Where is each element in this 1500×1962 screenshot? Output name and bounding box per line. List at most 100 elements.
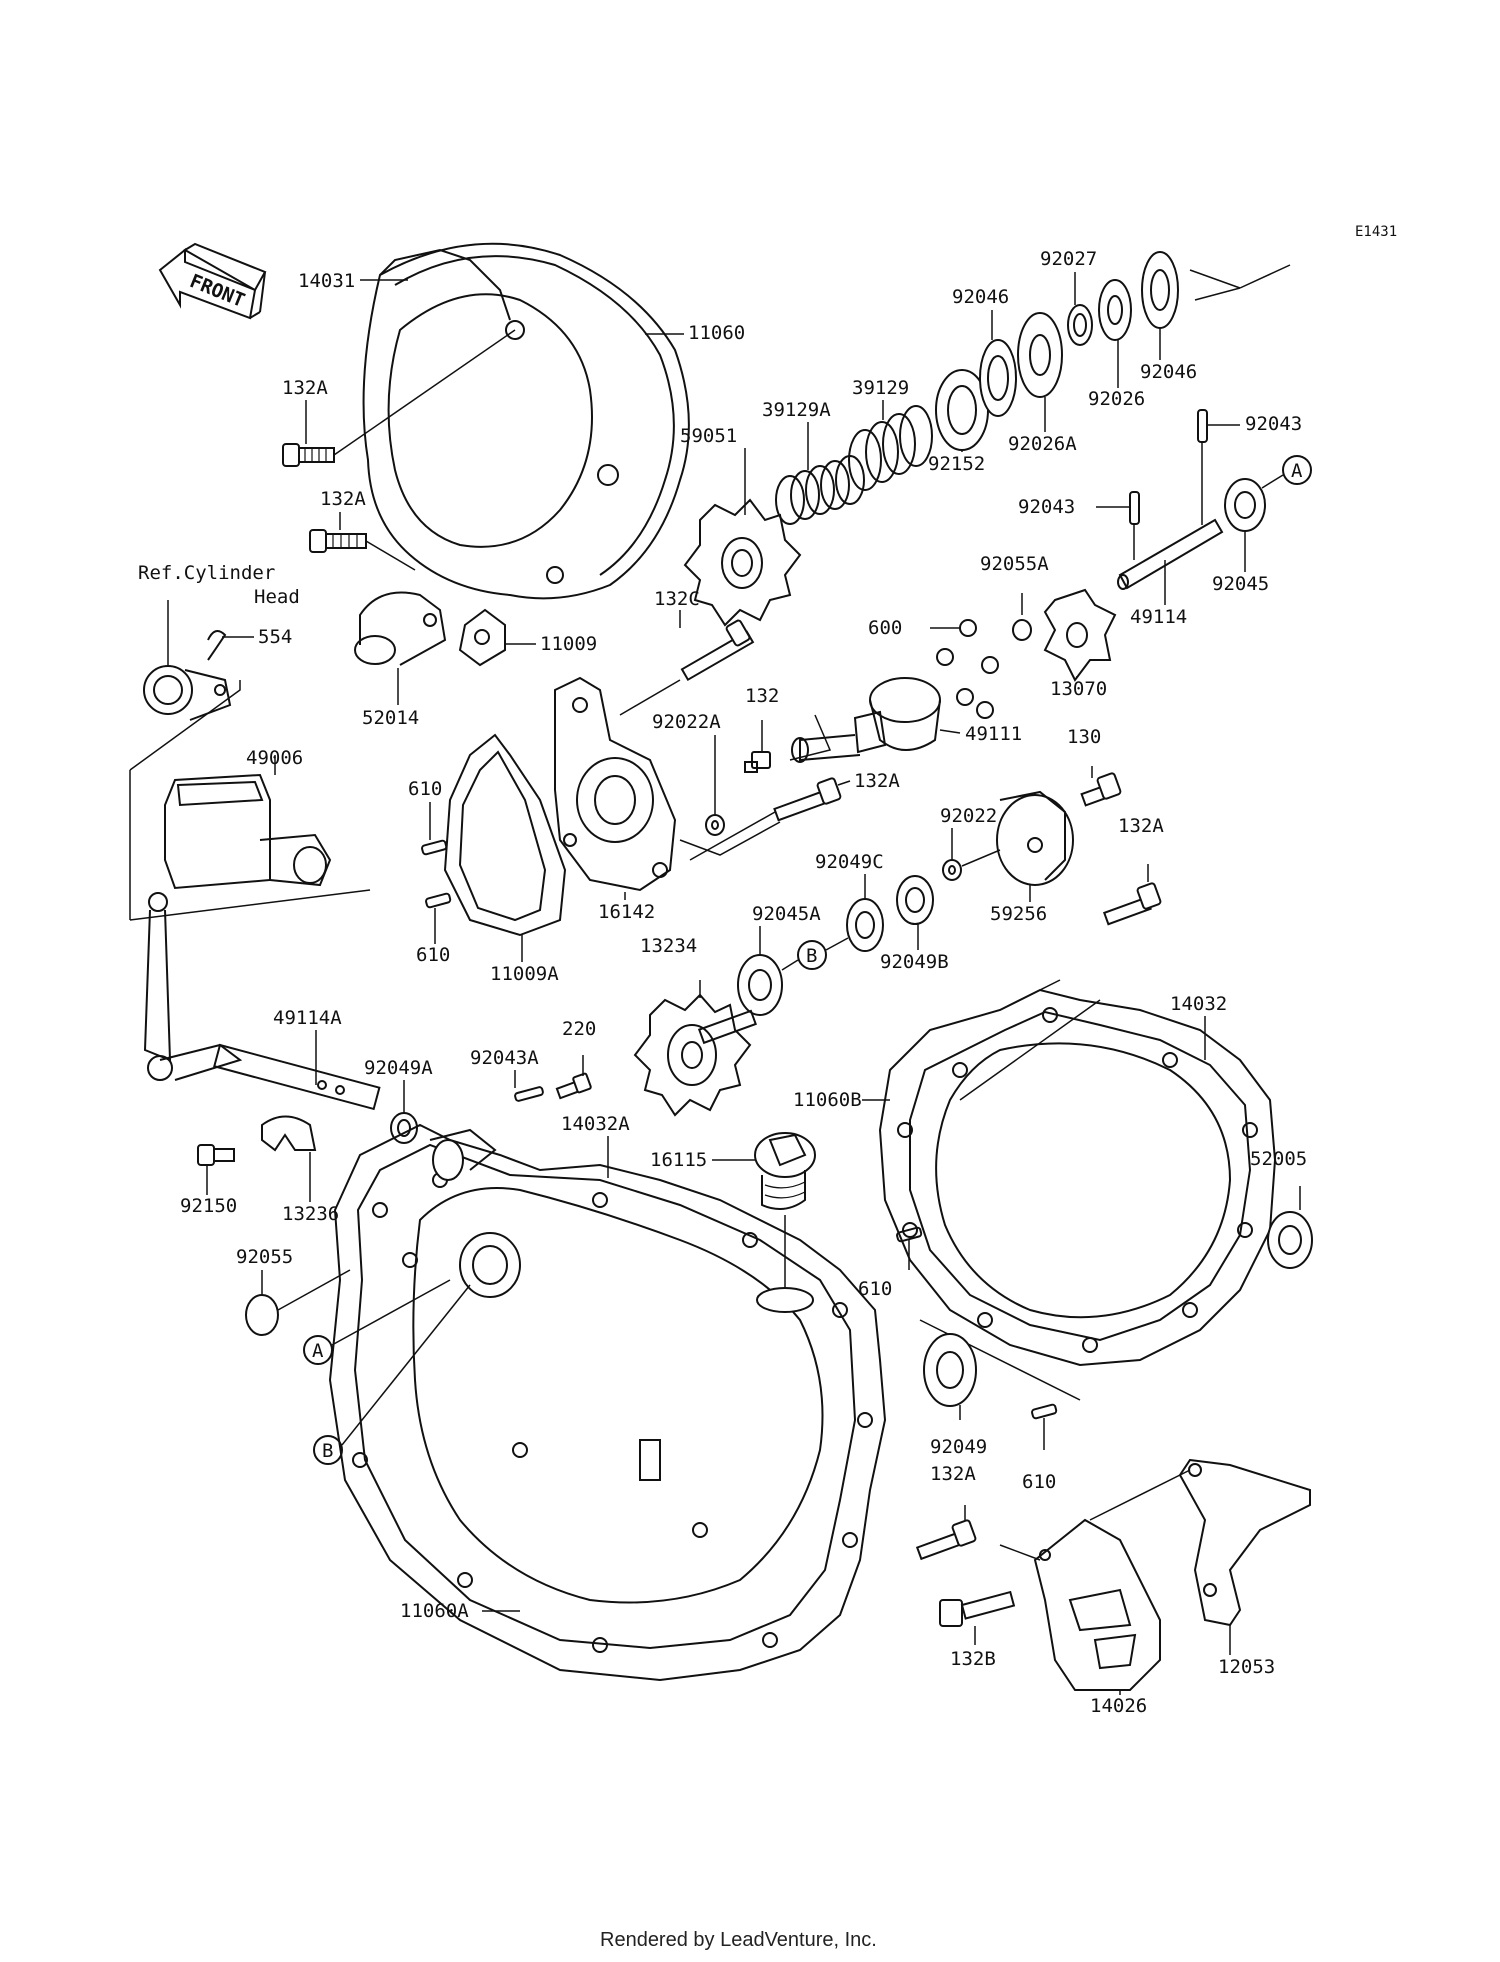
part-label: 92045A [752,903,821,925]
part-label: 92022 [940,805,997,827]
oil-filler-cap-16115 [754,1132,816,1210]
part-label: 600 [868,617,902,639]
part-label: 14031 [298,270,355,292]
part-label: 132A [320,488,366,510]
washer-92026A [1017,312,1063,398]
part-label: 39129A [762,399,831,421]
part-label: 92045 [1212,573,1269,595]
bolt-132A-icon [773,777,842,822]
part-label: 92055 [236,1246,293,1268]
part-label: 92049C [815,851,884,873]
part-label: 92043 [1245,413,1302,435]
clutch-cover-11060A [328,1123,887,1682]
water-pipe-52014 [354,591,447,666]
ball-600 [976,701,994,719]
spring-39129 [848,405,933,491]
seal-92049 [923,1333,977,1407]
gear-icon [143,665,232,721]
pin-92043A [514,1086,544,1102]
part-label: 59256 [990,903,1047,925]
seal-52005 [1267,1211,1313,1269]
callout-a: A [303,1335,333,1365]
part-label: 92049 [930,1436,987,1458]
svg-text:A: A [1291,460,1303,482]
needle-bearing-92046 [979,339,1017,417]
footer-credit: Rendered by LeadVenture, Inc. [600,1929,877,1951]
gasket-11009 [458,608,506,667]
part-label: 220 [562,1018,596,1040]
dowel-610 [421,839,448,856]
part-label: 92026A [1008,433,1077,455]
ball-600 [936,648,954,666]
part-label: 13234 [640,935,697,957]
part-label: 16142 [598,901,655,923]
clamp-13236 [261,1115,317,1152]
part-label: 132C [654,588,700,610]
bearing-92045 [1224,478,1266,532]
clutch-cover-11060B [878,988,1277,1367]
washer-92026 [1098,279,1132,341]
part-label: 132A [282,377,328,399]
svg-text:A: A [312,1340,324,1362]
part-label: 92043 [1018,496,1075,518]
bolt-220-icon [555,1072,592,1100]
washer-92022A [705,814,725,836]
part-label: 610 [416,944,450,966]
part-label: 13070 [1050,678,1107,700]
bolt-132C-icon [680,619,755,682]
part-label: 132A [930,1463,976,1485]
part-label: 49006 [246,747,303,769]
part-label: 16115 [650,1149,707,1171]
part-label: 11009A [490,963,559,985]
washer-92022 [942,859,962,881]
ref-label: Head [254,586,300,608]
gasket-11009A [443,733,567,937]
part-label: 92026 [1088,388,1145,410]
part-label: 610 [1022,1471,1056,1493]
seal-92049C [846,898,884,952]
ref-label: Ref.Cylinder [138,562,275,584]
ball-600 [956,688,974,706]
part-label: 11060 [688,322,745,344]
part-label: 92043A [470,1047,539,1069]
part-label: 11009 [540,633,597,655]
impeller-13070 [1043,588,1117,682]
part-label: 14032A [561,1113,630,1135]
gasket-14032A [429,1128,497,1181]
part-label: 49114A [273,1007,342,1029]
bearing-92045A [737,954,783,1016]
bolt-132A-icon [1102,882,1162,926]
part-label: 92150 [180,1195,237,1217]
gear-59256 [996,790,1074,886]
dowel-610 [896,1226,923,1243]
part-label: 39129 [852,377,909,399]
part-label: 92049A [364,1057,433,1079]
front-arrow-icon: FRONT [158,242,267,320]
bolt-92150-icon [197,1144,235,1166]
governor-49111 [791,677,941,763]
part-label: 132 [745,685,779,707]
part-label: 13236 [282,1203,339,1225]
callout-b: B [797,940,827,970]
reservoir-49006 [164,773,332,890]
shaft-49114 [1117,518,1224,590]
gear-59051-icon [683,498,802,627]
bolt-132-icon [744,751,771,773]
part-label: 49111 [965,723,1022,745]
part-label: 92022A [652,711,721,733]
part-label: 52014 [362,707,419,729]
ring-92027 [1067,304,1093,346]
bolt-132A-icon [915,1519,977,1561]
ball-600 [959,619,977,637]
diagram-id: E1431 [1355,224,1397,240]
svg-text:B: B [806,945,817,967]
part-label: 92027 [1040,248,1097,270]
ball-600 [981,656,999,674]
guard-14026 [1033,1518,1161,1691]
part-label: 92049B [880,951,949,973]
part-label: 52005 [1250,1148,1307,1170]
needle-bearing-92046 [1141,251,1179,329]
part-label: 92046 [952,286,1009,308]
callout-a: A [1282,455,1312,485]
